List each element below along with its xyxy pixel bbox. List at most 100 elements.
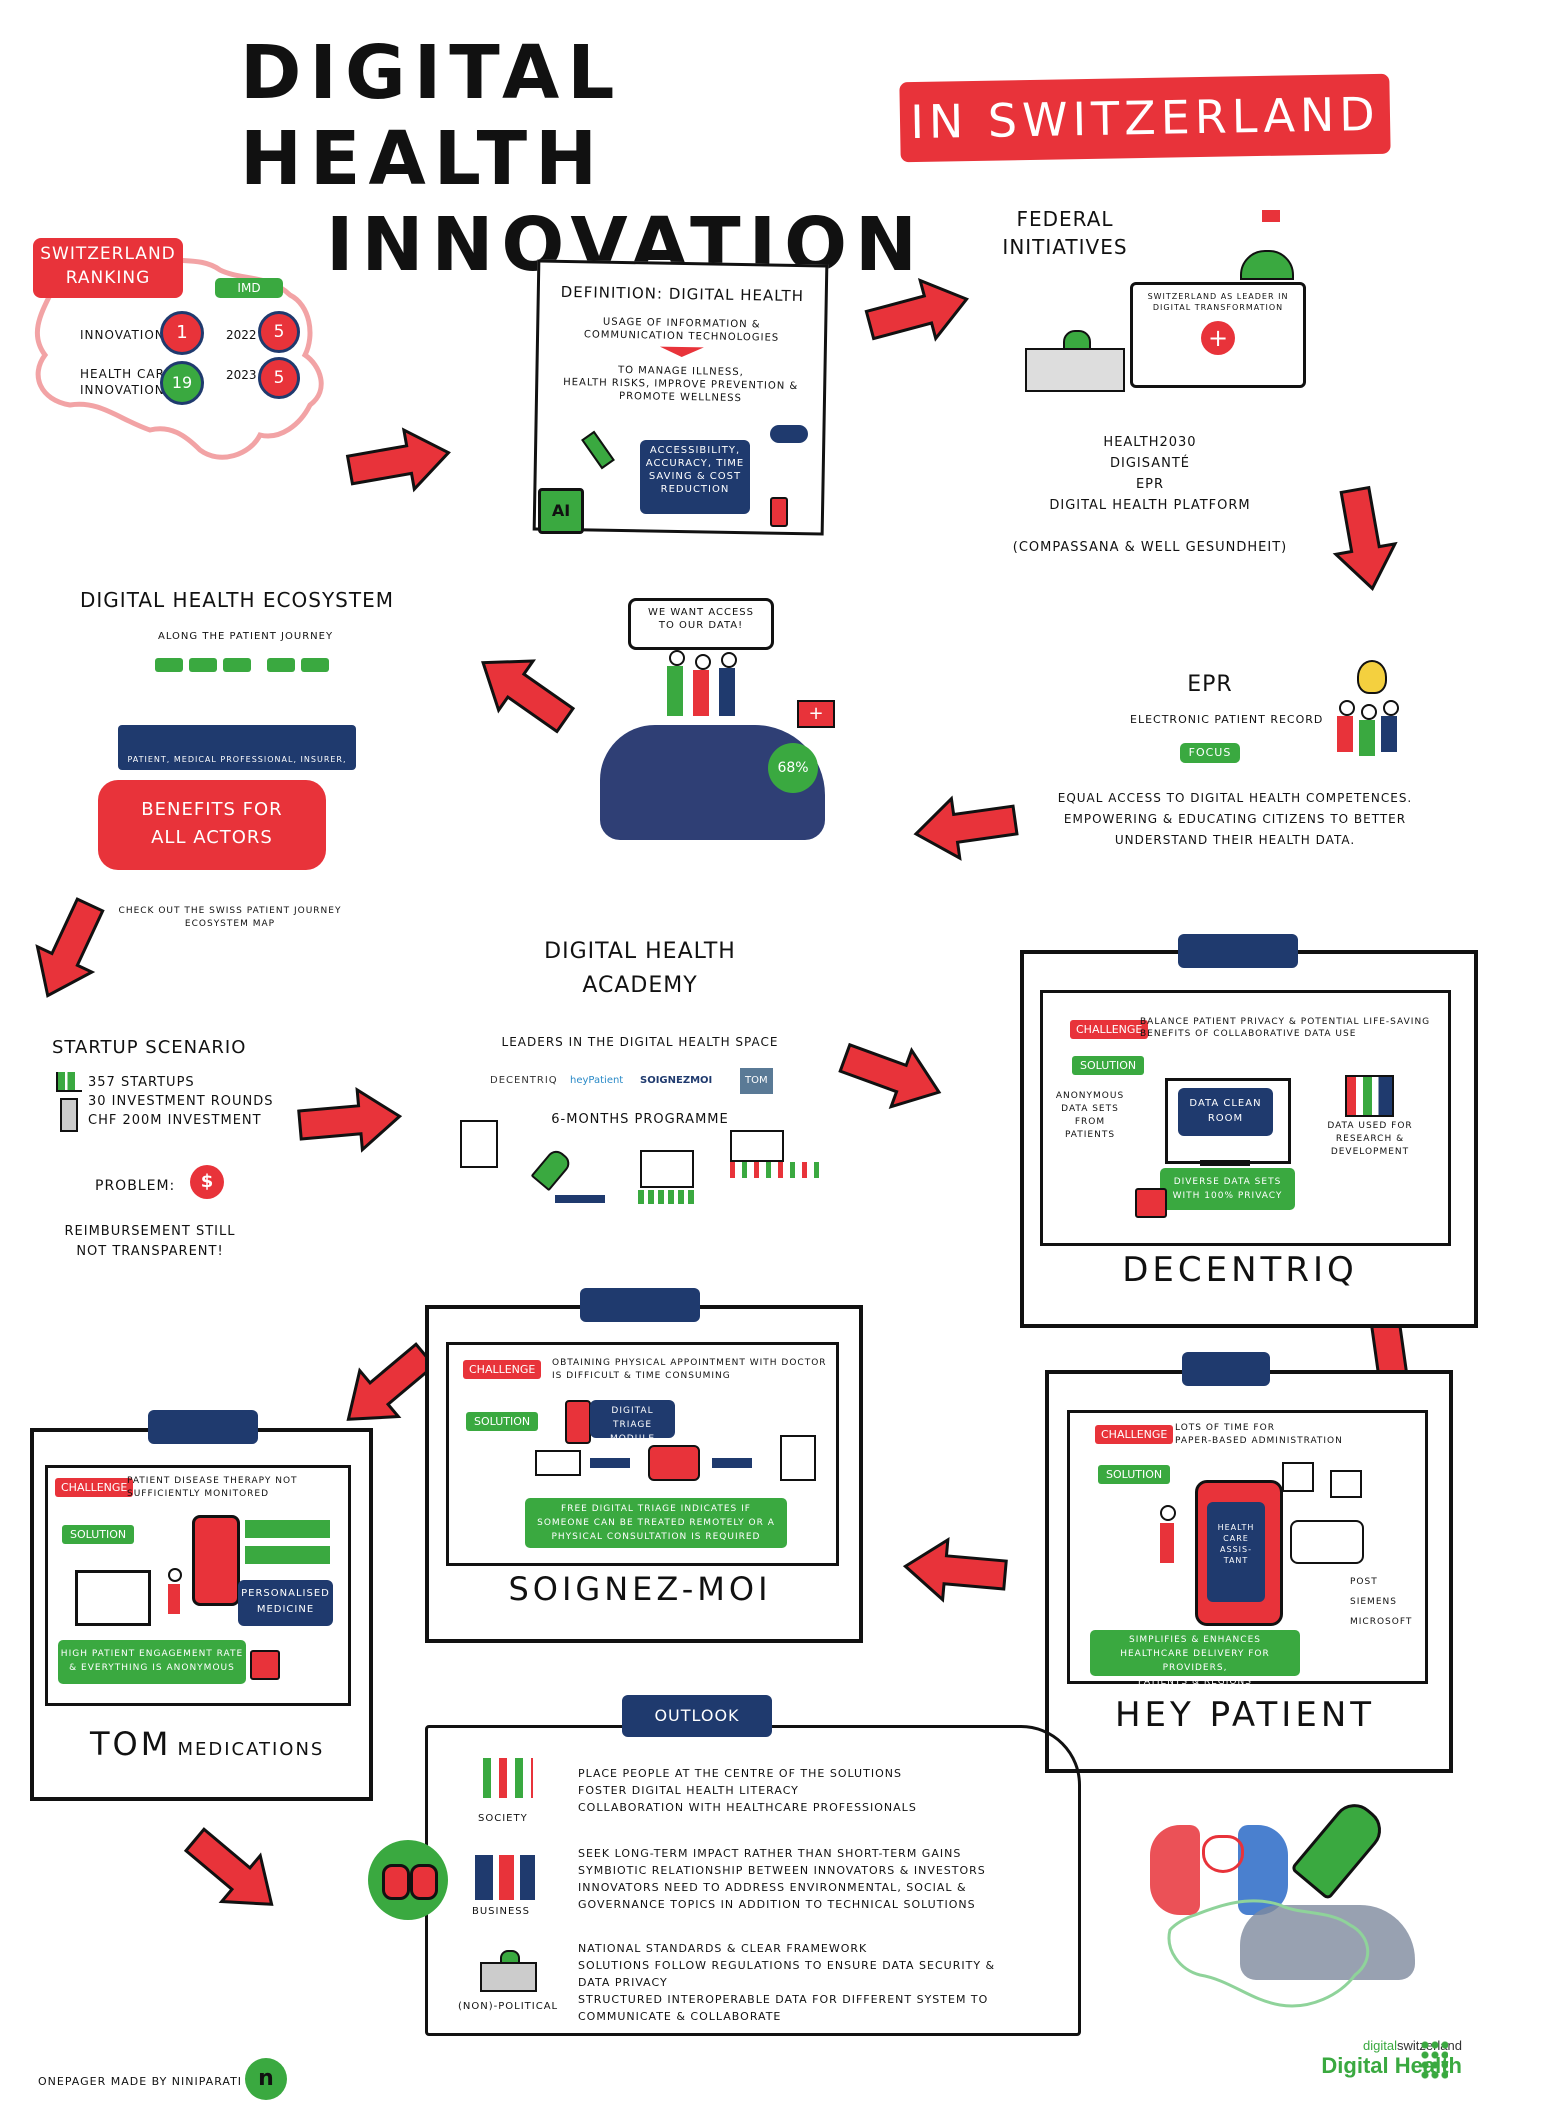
hospital-bed-icon bbox=[535, 1450, 581, 1476]
phone-line3: ASSIS- bbox=[1220, 1545, 1252, 1554]
federal-initiatives-list: HEALTH2030 DIGISANTÉ EPR DIGITAL HEALTH … bbox=[1030, 432, 1270, 516]
epr-line2: EMPOWERING & EDUCATING CITIZENS TO BETTE… bbox=[1063, 812, 1407, 826]
innovation-rank: 1 bbox=[176, 322, 188, 343]
percentage-badge: 68% bbox=[768, 743, 818, 793]
epr-people-icon bbox=[1335, 700, 1405, 780]
startup-title: STARTUP SCENARIO bbox=[52, 1037, 247, 1058]
political-label: (NON)-POLITICAL bbox=[458, 2001, 559, 2012]
federal-item1: HEALTH2030 bbox=[1103, 435, 1197, 450]
federal-item5: (COMPASSANA & WELL GESUNDHEIT) bbox=[1012, 540, 1288, 555]
heypatient-challenge: LOTS OF TIME FOR PAPER-BASED ADMINISTRAT… bbox=[1175, 1422, 1343, 1448]
arrow-heypatient-to-soignez bbox=[901, 1534, 1010, 1607]
heart-icon bbox=[1202, 1835, 1244, 1873]
logo-tom: TOM bbox=[740, 1068, 773, 1094]
module-line2: MODULE bbox=[609, 1434, 656, 1444]
decentriq-left4: PATIENTS bbox=[1064, 1130, 1116, 1140]
political-points: NATIONAL STANDARDS & CLEAR FRAMEWORK SOL… bbox=[578, 1940, 995, 2025]
startup-stat3: CHF 200M INVESTMENT bbox=[88, 1113, 262, 1128]
definition-down-arrow-icon bbox=[659, 346, 704, 358]
weights-icon bbox=[555, 1195, 605, 1203]
phone-line2: CARE bbox=[1223, 1534, 1249, 1543]
check-line2: ECOSYSTEM MAP bbox=[184, 919, 276, 929]
decentriq-right2: RESEARCH & bbox=[1335, 1134, 1405, 1144]
political-point3: DATA PRIVACY bbox=[578, 1976, 668, 1989]
hp-green2: HEALTHCARE DELIVERY FOR PROVIDERS, bbox=[1120, 1649, 1270, 1673]
brand-dots-icon bbox=[1420, 2040, 1448, 2080]
epr-focus: FOCUS bbox=[1188, 746, 1232, 759]
ecosystem-title: DIGITAL HEALTH ECOSYSTEM bbox=[80, 588, 394, 612]
decentriq-challenge: BALANCE PATIENT PRIVACY & POTENTIAL LIFE… bbox=[1140, 1016, 1430, 1040]
federal-item2: DIGISANTÉ bbox=[1109, 456, 1191, 471]
bar-chart-icon bbox=[56, 1072, 82, 1092]
government-building-icon bbox=[480, 1950, 537, 1992]
definition-box4: REDUCTION bbox=[660, 484, 730, 495]
soignez-challenge: OBTAINING PHYSICAL APPOINTMENT WITH DOCT… bbox=[552, 1357, 827, 1383]
problem-icon-glyph: $ bbox=[200, 1171, 214, 1192]
political-point2: SOLUTIONS FOLLOW REGULATIONS TO ENSURE D… bbox=[578, 1959, 996, 1972]
binoculars-icon bbox=[368, 1840, 448, 1920]
academy-title1: DIGITAL HEALTH bbox=[544, 939, 736, 964]
year-2023: 2023 bbox=[226, 368, 257, 382]
definition-benefits-box: ACCESSIBILITY, ACCURACY, TIME SAVING & C… bbox=[640, 440, 750, 514]
clean-room-box: DATA CLEAN ROOM bbox=[1178, 1088, 1273, 1136]
arrow-cloud-to-ecosystem bbox=[464, 636, 584, 747]
money-problem-icon: $ bbox=[190, 1165, 224, 1199]
credit-text: ONEPAGER MADE BY NINIPARATI bbox=[38, 2075, 243, 2088]
rank-2022-medal-icon: 5 bbox=[258, 311, 300, 353]
rank-2023-medal-icon: 5 bbox=[258, 357, 300, 399]
epr-description: EQUAL ACCESS TO DIGITAL HEALTH COMPETENC… bbox=[1020, 788, 1450, 851]
heypatient-solution-tag: SOLUTION bbox=[1098, 1465, 1171, 1484]
logo-soigneznoi: SOIGNEZMOI bbox=[640, 1075, 713, 1086]
team-screen-icon bbox=[730, 1130, 784, 1162]
calendar-icon bbox=[1330, 1470, 1362, 1498]
decentriq-left1: ANONYMOUS bbox=[1055, 1091, 1125, 1101]
benefits-line1: BENEFITS FOR bbox=[141, 799, 283, 820]
triage-module-box: DIGITAL TRIAGE MODULE bbox=[590, 1400, 675, 1444]
ecosystem-map-link[interactable]: CHECK OUT THE SWISS PATIENT JOURNEY ECOS… bbox=[110, 905, 350, 931]
soignez-result-box: FREE DIGITAL TRIAGE INDICATES IF SOMEONE… bbox=[525, 1498, 787, 1548]
business-point1: SEEK LONG-TERM IMPACT RATHER THAN SHORT-… bbox=[578, 1847, 962, 1860]
decentriq-left-text: ANONYMOUS DATA SETS FROM PATIENTS bbox=[1050, 1090, 1130, 1142]
lightbulb-icon bbox=[1357, 660, 1387, 694]
business-point3: INNOVATORS NEED TO ADDRESS ENVIRONMENTAL… bbox=[578, 1881, 967, 1894]
swiss-flag-pole-icon: + bbox=[797, 700, 835, 728]
tom-name: TOM MEDICATIONS bbox=[90, 1725, 350, 1763]
tom-phone-icon bbox=[192, 1515, 240, 1606]
partners-list: POST SIEMENS MICROSOFT bbox=[1350, 1572, 1412, 1632]
certificate-icon bbox=[460, 1120, 498, 1168]
phone-line4: TANT bbox=[1223, 1556, 1249, 1565]
definition-box2: ACCURACY, TIME bbox=[645, 458, 745, 469]
healthcare-line2: INNOVATION bbox=[80, 383, 165, 397]
outlook-title-box: OUTLOOK bbox=[622, 1695, 772, 1737]
healthcare-rank: 19 bbox=[171, 373, 193, 392]
ranking-label: SWITZERLAND RANKING bbox=[33, 238, 183, 298]
tom-solution-tag: SOLUTION bbox=[62, 1525, 135, 1544]
federal-title2: INITIATIVES bbox=[1002, 235, 1128, 259]
innovation-medal-icon: 1 bbox=[160, 311, 204, 355]
arrow-epr-to-cloud bbox=[910, 788, 1021, 866]
problem-label: PROBLEM: bbox=[95, 1178, 176, 1194]
prescription-icon bbox=[780, 1435, 816, 1481]
cloud-speech1: WE WANT ACCESS bbox=[648, 607, 754, 618]
academy-programme: 6-MONTHS PROGRAMME bbox=[551, 1112, 729, 1127]
pm-line2: MEDICINE bbox=[256, 1604, 315, 1615]
decentriq-right1: DATA USED FOR bbox=[1327, 1121, 1413, 1131]
swiss-flag-icon: + bbox=[1201, 321, 1235, 355]
imd-label: IMD bbox=[237, 281, 261, 295]
building-icon bbox=[60, 1098, 78, 1132]
benefits-burst: BENEFITS FOR ALL ACTORS bbox=[98, 780, 326, 870]
rank-2023: 5 bbox=[273, 368, 285, 388]
business-point4: GOVERNANCE TOPICS IN ADDITION TO TECHNIC… bbox=[578, 1898, 976, 1911]
federal-item4: DIGITAL HEALTH PLATFORM bbox=[1049, 498, 1251, 513]
cloud-people-icon bbox=[665, 650, 745, 730]
telephone-icon bbox=[648, 1445, 700, 1481]
arrow-ecosystem-to-startup bbox=[19, 890, 119, 1010]
startup-stats: 357 STARTUPS 30 INVESTMENT ROUNDS CHF 20… bbox=[88, 1073, 274, 1130]
triage-phone-icon bbox=[565, 1400, 591, 1444]
hp-green3: PATIENTS & REGIONS bbox=[1138, 1677, 1252, 1687]
patient-figure-icon bbox=[1160, 1505, 1176, 1575]
epr-line1: EQUAL ACCESS TO DIGITAL HEALTH COMPETENC… bbox=[1057, 791, 1413, 805]
tom-challenge1: PATIENT DISEASE THERAPY NOT bbox=[127, 1476, 298, 1486]
room-line1: DATA CLEAN bbox=[1189, 1098, 1262, 1109]
brand-small-a: digital bbox=[1363, 2038, 1397, 2053]
